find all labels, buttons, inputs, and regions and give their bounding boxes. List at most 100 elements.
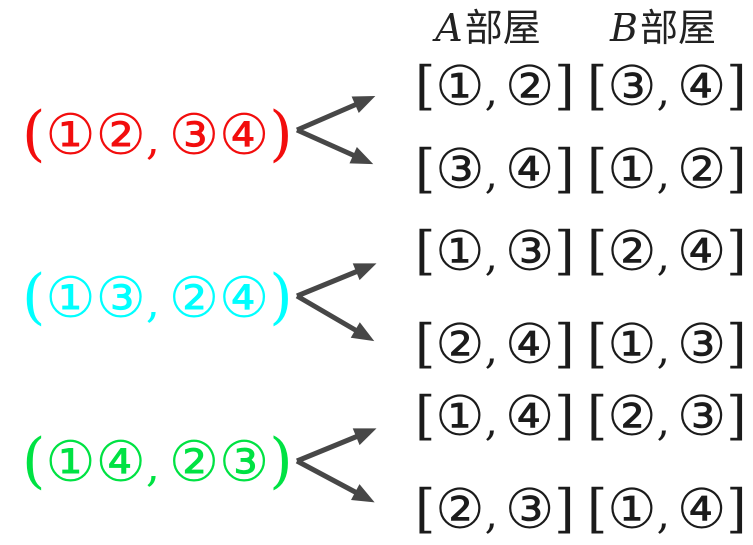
open-bracket: [ (415, 56, 436, 117)
circled-digit: ③ (504, 219, 555, 283)
branch-arrows-group3 (295, 428, 377, 503)
close-bracket: ] (726, 479, 747, 540)
outcome-row-2: [③,④] [①,②] (415, 137, 747, 213)
room-a-letter: A (435, 6, 463, 50)
outcome-row-1: [①,②] [③,④] (415, 54, 747, 130)
circled-digit: ④ (504, 312, 555, 376)
circled-digit: ④ (219, 103, 270, 168)
circled-digit: ① (435, 384, 485, 448)
room-a-pair: [①,③] (415, 219, 575, 295)
room-b-pair: [①,④] (587, 477, 747, 545)
room-b-header: B部屋 (583, 4, 743, 52)
open-bracket: [ (587, 221, 608, 282)
open-bracket: [ (415, 479, 436, 540)
circled-digit: ③ (504, 477, 555, 541)
partition-label-3: (①④,②③) (22, 429, 293, 508)
room-a-pair: [②,④] (415, 312, 575, 388)
circled-digit: ② (95, 103, 146, 168)
open-paren: ( (22, 426, 46, 496)
close-bracket: ] (726, 56, 747, 117)
room-b-pair: [①,②] (587, 137, 747, 213)
close-paren: ) (269, 99, 293, 169)
comma: , (656, 231, 670, 280)
comma: , (484, 396, 498, 445)
room-a-pair: [①,②] (415, 54, 575, 130)
circled-digit: ④ (504, 137, 555, 201)
circled-digit: ④ (95, 430, 146, 495)
open-bracket: [ (587, 314, 608, 375)
comma: , (656, 149, 670, 198)
close-bracket: ] (554, 139, 575, 200)
room-b-word: 部屋 (639, 6, 716, 50)
circled-digit: ③ (607, 54, 657, 118)
circled-digit: ① (45, 430, 96, 495)
circled-digit: ③ (676, 384, 727, 448)
circled-digit: ② (607, 219, 657, 283)
circled-digit: ④ (676, 477, 727, 541)
branch-arrows-group1 (295, 96, 376, 165)
close-bracket: ] (726, 139, 747, 200)
room-a-word: 部屋 (464, 6, 541, 50)
comma: , (656, 489, 670, 538)
partition-label-2: (①③,②④) (22, 265, 293, 344)
comma: , (145, 114, 160, 165)
room-b-pair: [③,④] (587, 54, 747, 130)
room-a-header: A部屋 (416, 4, 560, 52)
close-bracket: ] (554, 314, 575, 375)
room-b-pair: [①,③] (587, 312, 747, 388)
outcome-row-6: [②,③] [①,④] (415, 477, 747, 545)
circled-digit: ① (45, 103, 96, 168)
open-bracket: [ (587, 139, 608, 200)
comma: , (656, 324, 670, 373)
open-bracket: [ (415, 314, 436, 375)
room-b-pair: [②,④] (587, 219, 747, 295)
circled-digit: ③ (168, 103, 220, 168)
comma: , (145, 277, 160, 328)
comma: , (656, 66, 670, 115)
open-bracket: [ (415, 139, 436, 200)
close-bracket: ] (726, 314, 747, 375)
circled-digit: ③ (435, 137, 485, 201)
close-bracket: ] (554, 479, 575, 540)
close-bracket: ] (726, 221, 747, 282)
open-bracket: [ (415, 386, 436, 447)
circled-digit: ④ (676, 54, 727, 118)
close-bracket: ] (554, 221, 575, 282)
circled-digit: ④ (504, 384, 555, 448)
room-a-pair: [①,④] (415, 384, 575, 460)
close-paren: ) (269, 426, 293, 496)
comma: , (484, 149, 498, 198)
circled-digit: ④ (219, 266, 270, 331)
open-bracket: [ (587, 479, 608, 540)
room-b-letter: B (610, 6, 638, 50)
circled-digit: ② (168, 266, 220, 331)
room-a-pair: [③,④] (415, 137, 575, 213)
circled-digit: ① (607, 137, 657, 201)
comma: , (656, 396, 670, 445)
circled-digit: ② (435, 477, 485, 541)
circled-digit: ③ (676, 312, 727, 376)
open-bracket: [ (587, 56, 608, 117)
open-paren: ( (22, 99, 46, 169)
close-bracket: ] (726, 386, 747, 447)
comma: , (484, 324, 498, 373)
circled-digit: ② (168, 430, 220, 495)
open-bracket: [ (415, 221, 436, 282)
circled-digit: ③ (219, 430, 270, 495)
comma: , (484, 66, 498, 115)
outcome-row-5: [①,④] [②,③] (415, 384, 747, 460)
comma: , (484, 489, 498, 538)
open-bracket: [ (587, 386, 608, 447)
room-b-pair: [②,③] (587, 384, 747, 460)
circled-digit: ① (607, 312, 657, 376)
outcome-row-3: [①,③] [②,④] (415, 219, 747, 295)
circled-digit: ① (435, 219, 485, 283)
branch-arrows-group2 (295, 263, 377, 342)
circled-digit: ② (607, 384, 657, 448)
circled-digit: ② (504, 54, 555, 118)
comma: , (484, 231, 498, 280)
circled-digit: ① (45, 266, 96, 331)
circled-digit: ① (435, 54, 485, 118)
